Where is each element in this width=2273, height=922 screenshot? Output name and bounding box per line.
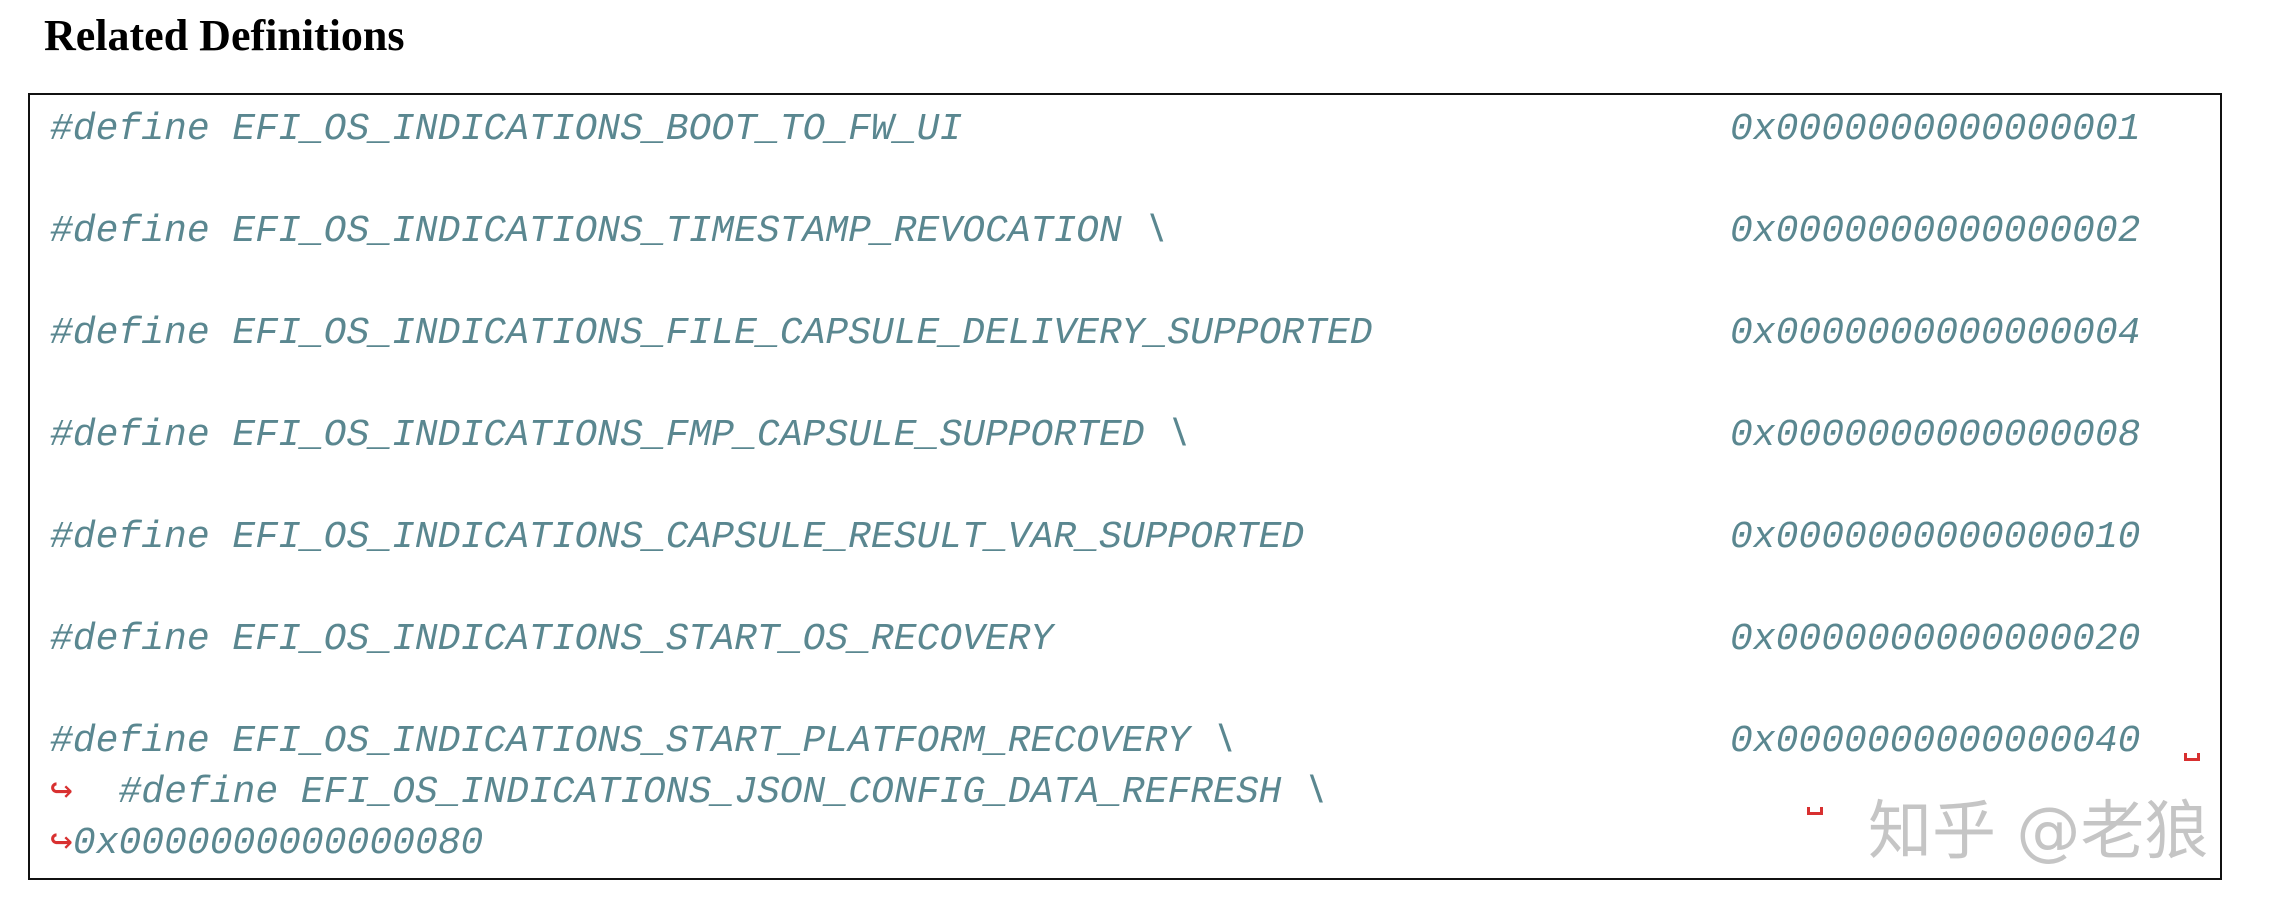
define-line: #define EFI_OS_INDICATIONS_FILE_CAPSULE_… — [50, 312, 1373, 355]
define-value: 0x0000000000000010 — [1730, 516, 2141, 559]
define-value: 0x0000000000000080 — [72, 822, 484, 865]
define-line: #define EFI_OS_INDICATIONS_BOOT_TO_FW_UI — [50, 108, 963, 151]
line-wrap-arrow-icon: ↪ — [50, 822, 73, 865]
wrapped-line: ↪ #define EFI_OS_INDICATIONS_JSON_CONFIG… — [50, 768, 1327, 818]
wrapped-line: ↪0x0000000000000080 — [50, 819, 483, 869]
define-line: #define EFI_OS_INDICATIONS_TIMESTAMP_REV… — [50, 210, 1168, 253]
define-value: 0x0000000000000008 — [1730, 414, 2141, 457]
define-value: 0x0000000000000002 — [1730, 210, 2141, 253]
define-line: #define EFI_OS_INDICATIONS_START_OS_RECO… — [50, 618, 1054, 661]
define-value: 0x0000000000000001 — [1730, 108, 2141, 151]
visible-space-icon — [2184, 753, 2200, 761]
visible-space-icon — [1807, 807, 1823, 815]
line-wrap-arrow-icon: ↪ — [50, 771, 73, 814]
define-line: #define EFI_OS_INDICATIONS_CAPSULE_RESUL… — [50, 516, 1305, 559]
define-value: 0x0000000000000020 — [1730, 618, 2141, 661]
define-line: #define EFI_OS_INDICATIONS_JSON_CONFIG_D… — [118, 771, 1328, 814]
define-value: 0x0000000000000004 — [1730, 312, 2141, 355]
define-line: #define EFI_OS_INDICATIONS_FMP_CAPSULE_S… — [50, 414, 1191, 457]
section-heading: Related Definitions — [44, 11, 405, 60]
code-block: #define EFI_OS_INDICATIONS_BOOT_TO_FW_UI… — [28, 93, 2222, 880]
watermark: 知乎 @老狼 — [1868, 795, 2209, 869]
define-line: #define EFI_OS_INDICATIONS_START_PLATFOR… — [50, 720, 1236, 763]
define-value: 0x0000000000000040 — [1730, 720, 2141, 763]
